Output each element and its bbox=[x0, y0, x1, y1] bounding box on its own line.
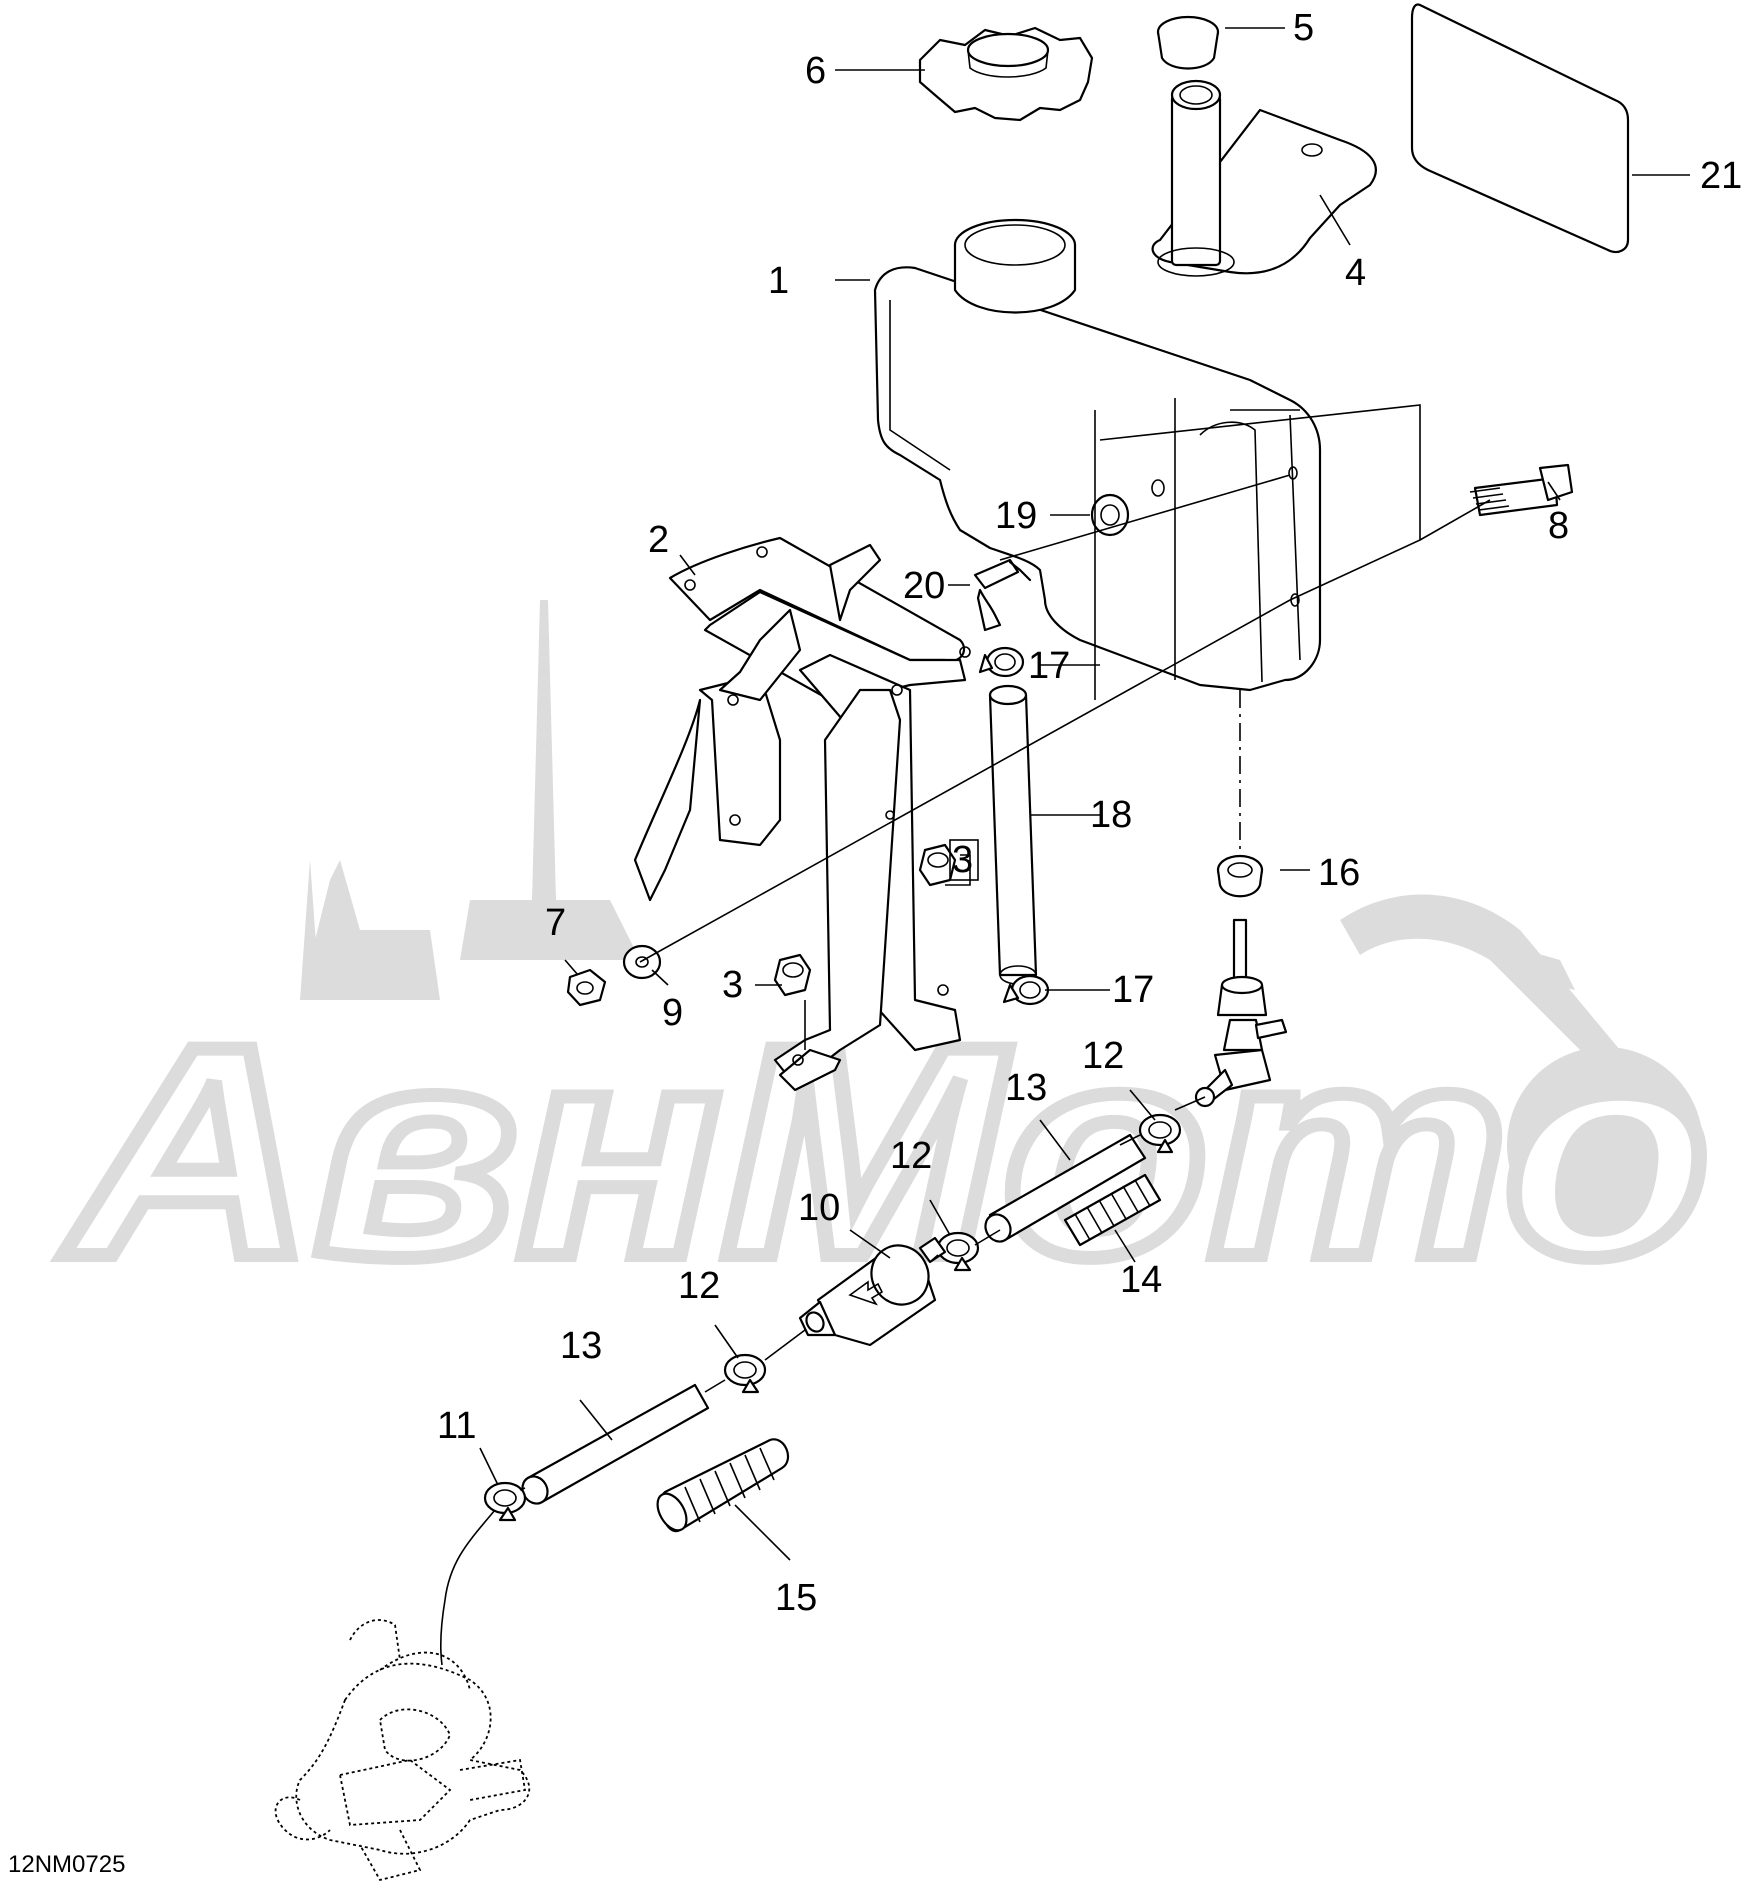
fuel-filter-10 bbox=[798, 1236, 947, 1347]
mounting-bracket-2 bbox=[633, 536, 971, 1092]
callout-2: 2 bbox=[648, 519, 669, 561]
callout-3-upper: 3 bbox=[952, 839, 973, 881]
spring-14 bbox=[1063, 1173, 1162, 1247]
callout-12-middle: 12 bbox=[890, 1135, 932, 1177]
elbow-fitting-20 bbox=[973, 558, 1032, 632]
clamp-12-lower bbox=[723, 1353, 767, 1394]
leader-lines bbox=[479, 27, 1690, 1561]
callout-12-upper: 12 bbox=[1082, 1035, 1124, 1077]
clamp-12-upper bbox=[1138, 1113, 1182, 1154]
callout-14: 14 bbox=[1120, 1259, 1162, 1301]
fuel-line-to-carburetor bbox=[439, 1509, 496, 1666]
callout-3-box bbox=[949, 839, 979, 881]
callout-21: 21 bbox=[1700, 155, 1742, 197]
callout-13-lower: 13 bbox=[560, 1325, 602, 1367]
clamp-11 bbox=[483, 1481, 527, 1522]
callout-19: 19 bbox=[995, 495, 1037, 537]
cap-plug-5 bbox=[1156, 15, 1220, 70]
nut-3-lower bbox=[773, 953, 812, 997]
callout-20: 20 bbox=[903, 565, 945, 607]
callout-7: 7 bbox=[545, 902, 566, 944]
callout-11: 11 bbox=[437, 1405, 476, 1447]
vent-hose-18 bbox=[988, 684, 1038, 985]
watermark-text: АвнМото bbox=[59, 983, 1710, 1319]
drawing-reference: 12NM0725 bbox=[8, 1851, 125, 1878]
grommet-16 bbox=[1216, 854, 1264, 898]
callout-18: 18 bbox=[1090, 794, 1132, 836]
bolt-8 bbox=[1469, 463, 1574, 517]
callout-4: 4 bbox=[1345, 252, 1366, 294]
callout-3-lower: 3 bbox=[722, 964, 743, 1006]
filler-neck-bracket-4 bbox=[1151, 79, 1377, 277]
callout-9: 9 bbox=[662, 992, 683, 1034]
decal-plate-21 bbox=[1410, 3, 1630, 254]
callout-17-lower: 17 bbox=[1112, 969, 1154, 1011]
fuel-hose-13-lower bbox=[521, 1383, 710, 1505]
carburetor-reference bbox=[274, 1619, 531, 1882]
clamp-12-middle bbox=[936, 1231, 980, 1272]
watermark: АвнМото bbox=[52, 600, 1717, 1326]
clamp-17-bottom bbox=[1002, 974, 1050, 1006]
callout-15: 15 bbox=[775, 1577, 817, 1619]
fuel-tank-1 bbox=[873, 218, 1322, 692]
callout-12-lower: 12 bbox=[678, 1265, 720, 1307]
grommet-19 bbox=[1090, 493, 1130, 537]
callout-8: 8 bbox=[1548, 505, 1569, 547]
nut-3-upper bbox=[918, 843, 957, 887]
callout-10: 10 bbox=[798, 1187, 840, 1229]
tank-cap-6 bbox=[918, 26, 1094, 122]
nut-7 bbox=[566, 968, 607, 1007]
washer-9 bbox=[622, 944, 662, 980]
assembly-lines bbox=[519, 398, 1491, 1491]
callout-1: 1 bbox=[768, 260, 789, 302]
callout-6: 6 bbox=[805, 50, 826, 92]
fuel-valve bbox=[1194, 918, 1288, 1108]
callout-5: 5 bbox=[1293, 7, 1314, 49]
callout-labels: 1 2 3 3 4 5 6 7 8 9 10 11 12 12 12 13 13… bbox=[437, 7, 1742, 1619]
clamp-17-top bbox=[978, 646, 1025, 678]
callout-17-upper: 17 bbox=[1028, 645, 1070, 687]
callout-13-upper: 13 bbox=[1005, 1067, 1047, 1109]
callout-16: 16 bbox=[1318, 852, 1360, 894]
protective-sleeve-15 bbox=[656, 1438, 789, 1533]
